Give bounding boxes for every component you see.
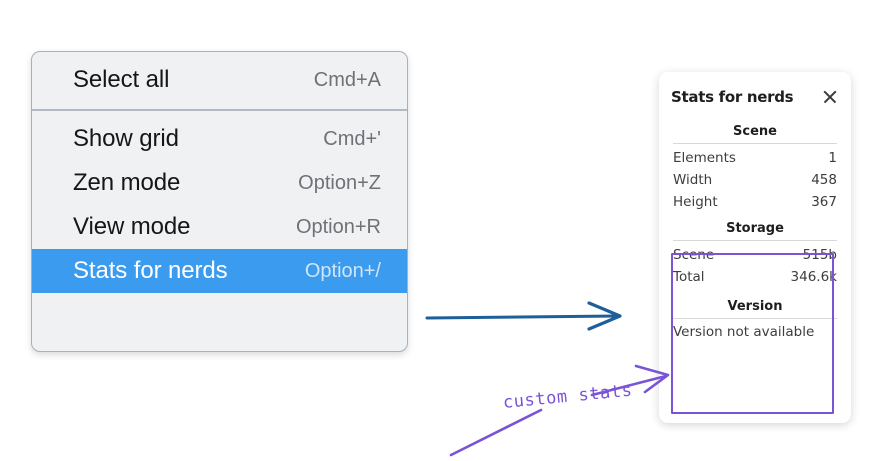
stat-row: Total 346.6k [671,266,839,288]
section-heading-version: Version [727,299,783,314]
stats-panel-body: Stats for nerds Scene Elements 1 Width 4… [659,72,851,423]
section-divider [673,143,837,144]
section-divider [673,240,837,241]
menu-item-label: Zen mode [73,169,181,196]
menu-group-1: Select all Cmd+A [32,52,407,109]
purple-leader-line [449,408,543,457]
close-icon[interactable] [821,88,839,106]
menu-item-shortcut: Cmd+' [323,127,381,150]
section-divider [673,318,837,319]
menu-item-shortcut: Option+Z [298,171,381,194]
stats-panel-title: Stats for nerds [671,88,794,106]
stat-key: Height [673,194,718,210]
stat-value: 1 [828,150,837,166]
menu-item-label: View mode [73,213,191,240]
section-heading-scene: Scene [733,124,777,139]
menu-group-2: Show grid Cmd+' Zen mode Option+Z View m… [32,111,407,300]
stat-row: Elements 1 [671,147,839,169]
blue-arrow [425,301,622,331]
stat-row: Scene 515b [671,244,839,266]
canvas-context-menu[interactable]: Select all Cmd+A Show grid Cmd+' Zen mod… [31,51,408,352]
menu-item-stats-for-nerds[interactable]: Stats for nerds Option+/ [32,249,407,293]
version-not-available-text: Version not available [673,324,815,340]
menu-item-shortcut: Cmd+A [313,68,381,91]
stats-panel-header: Stats for nerds [671,85,839,109]
stat-key: Width [673,172,713,188]
menu-item-label: Show grid [73,125,179,152]
menu-item-shortcut: Option+/ [304,259,381,282]
stat-value: 458 [811,172,837,188]
stat-value: 367 [811,194,837,210]
stat-key: Elements [673,150,736,166]
menu-item-show-grid[interactable]: Show grid Cmd+' [32,117,407,161]
menu-item-zen-mode[interactable]: Zen mode Option+Z [32,161,407,205]
menu-item-select-all[interactable]: Select all Cmd+A [32,58,407,102]
stat-key: Scene [673,247,715,263]
stats-for-nerds-panel[interactable]: Stats for nerds Scene Elements 1 Width 4… [659,72,851,423]
menu-item-label: Stats for nerds [73,257,228,284]
menu-separator [32,109,407,111]
menu-item-shortcut: Option+R [295,215,381,238]
stat-row: Height 367 [671,191,839,213]
stat-row: Width 458 [671,169,839,191]
menu-item-label: Select all [73,66,170,93]
stat-value: 515b [802,247,837,263]
menu-item-view-mode[interactable]: View mode Option+R [32,205,407,249]
section-heading-storage: Storage [726,221,784,236]
stat-key: Total [673,269,705,285]
stat-value: 346.6k [790,269,837,285]
annotation-label-custom-stats: custom stats [502,380,634,413]
